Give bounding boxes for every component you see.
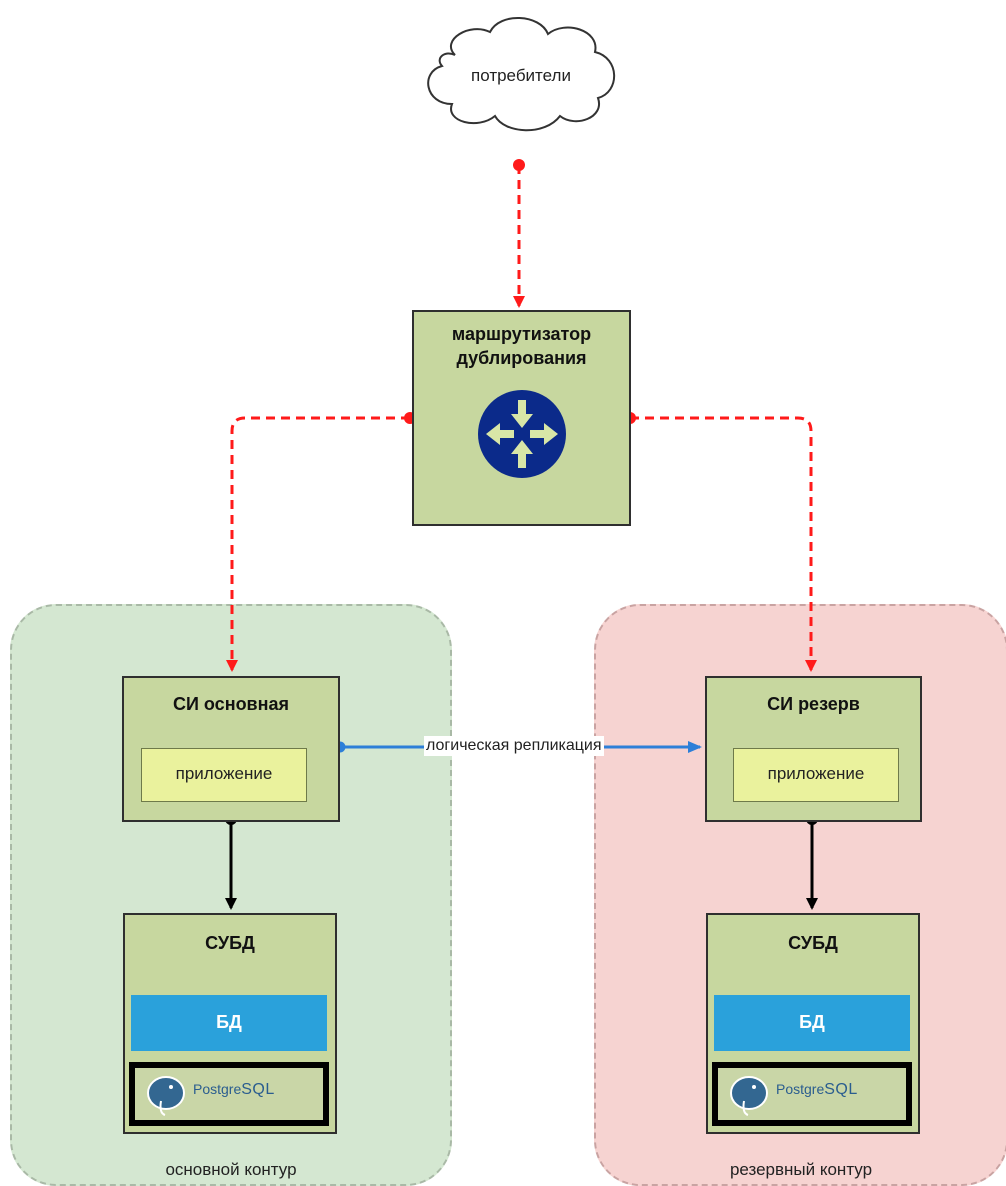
backup-postgresql-logo: PostgreSQL [712, 1062, 912, 1126]
backup-zone-label: резервный контур [729, 1160, 873, 1179]
primary-dbms-box[interactable]: СУБД БД PostgreSQL [123, 913, 337, 1134]
primary-db-bar[interactable]: БД [131, 995, 327, 1051]
primary-postgresql-logo: PostgreSQL [129, 1062, 329, 1126]
link-main-dbms [225, 813, 237, 910]
replication-label: логическая репликация [424, 736, 604, 756]
router-title-line2: дублирования [456, 348, 587, 368]
consumers-cloud-icon [427, 17, 616, 132]
consumers-label: потребители [471, 66, 571, 85]
link-router-backup [624, 412, 817, 672]
backup-si-box[interactable]: СИ резерв приложение [705, 676, 922, 822]
link-router-main [226, 412, 416, 672]
primary-si-title: СИ основная [172, 694, 290, 714]
router-icon [478, 390, 566, 478]
elephant-icon [730, 1076, 768, 1116]
backup-pg-sql: SQL [824, 1081, 858, 1098]
elephant-icon [147, 1076, 185, 1116]
primary-si-box[interactable]: СИ основная приложение [122, 676, 340, 822]
primary-zone-label: основной контур [165, 1160, 297, 1179]
backup-db-bar[interactable]: БД [714, 995, 910, 1051]
link-consumers-router [513, 159, 525, 308]
primary-app-box[interactable]: приложение [141, 748, 307, 802]
primary-dbms-title: СУБД [205, 933, 255, 953]
duplication-router[interactable]: маршрутизатор дублирования [412, 310, 631, 526]
link-backup-dbms [806, 813, 818, 910]
router-title-line1: маршрутизатор [451, 324, 592, 344]
primary-pg-sql: SQL [241, 1081, 275, 1098]
primary-pg-text: Postgre [193, 1081, 242, 1097]
backup-dbms-box[interactable]: СУБД БД PostgreSQL [706, 913, 920, 1134]
backup-dbms-title: СУБД [788, 933, 838, 953]
backup-pg-text: Postgre [776, 1081, 825, 1097]
backup-app-box[interactable]: приложение [733, 748, 899, 802]
backup-si-title: СИ резерв [767, 694, 860, 714]
